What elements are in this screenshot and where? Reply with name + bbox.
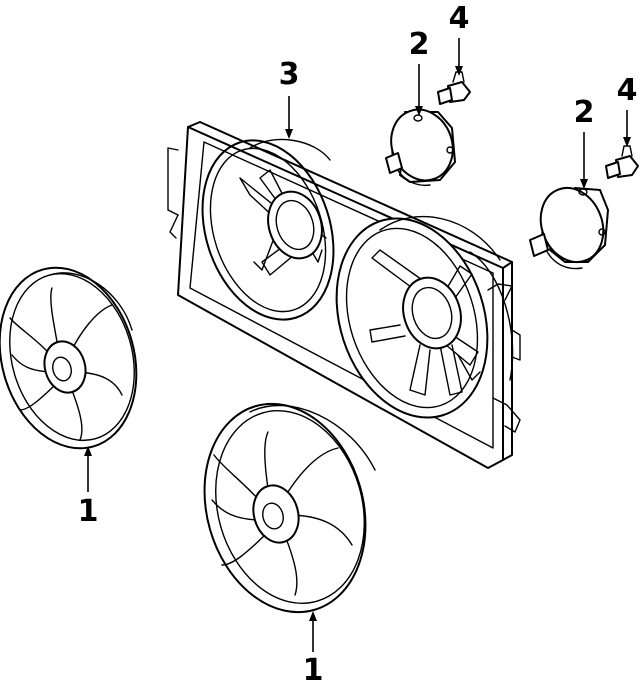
arrow-fan-left bbox=[84, 446, 92, 456]
callout-motor-right: 2 bbox=[573, 95, 595, 130]
callout-fan-left: 1 bbox=[77, 494, 99, 529]
leader-lines bbox=[84, 38, 631, 652]
arrow-motor-upper bbox=[415, 106, 423, 116]
callout-bolt-upper: 4 bbox=[448, 1, 470, 36]
fan-blade-lower bbox=[203, 402, 376, 614]
fan-blade-left bbox=[0, 266, 138, 450]
callout-shroud: 3 bbox=[278, 57, 300, 92]
arrow-shroud bbox=[285, 129, 293, 139]
arrow-motor-right bbox=[580, 179, 588, 189]
fan-shroud bbox=[167, 121, 521, 469]
bolt-upper bbox=[437, 71, 471, 105]
callout-bolt-right: 4 bbox=[616, 73, 638, 108]
fan-motor-right bbox=[529, 187, 609, 270]
fan-motor-upper bbox=[385, 108, 456, 187]
callout-fan-lower: 1 bbox=[302, 653, 324, 688]
bolt-right bbox=[605, 145, 639, 179]
arrow-fan-lower bbox=[309, 611, 317, 621]
arrow-bolt-upper bbox=[455, 66, 463, 76]
arrow-bolt-right bbox=[623, 137, 631, 147]
callout-motor-upper: 2 bbox=[408, 27, 430, 62]
